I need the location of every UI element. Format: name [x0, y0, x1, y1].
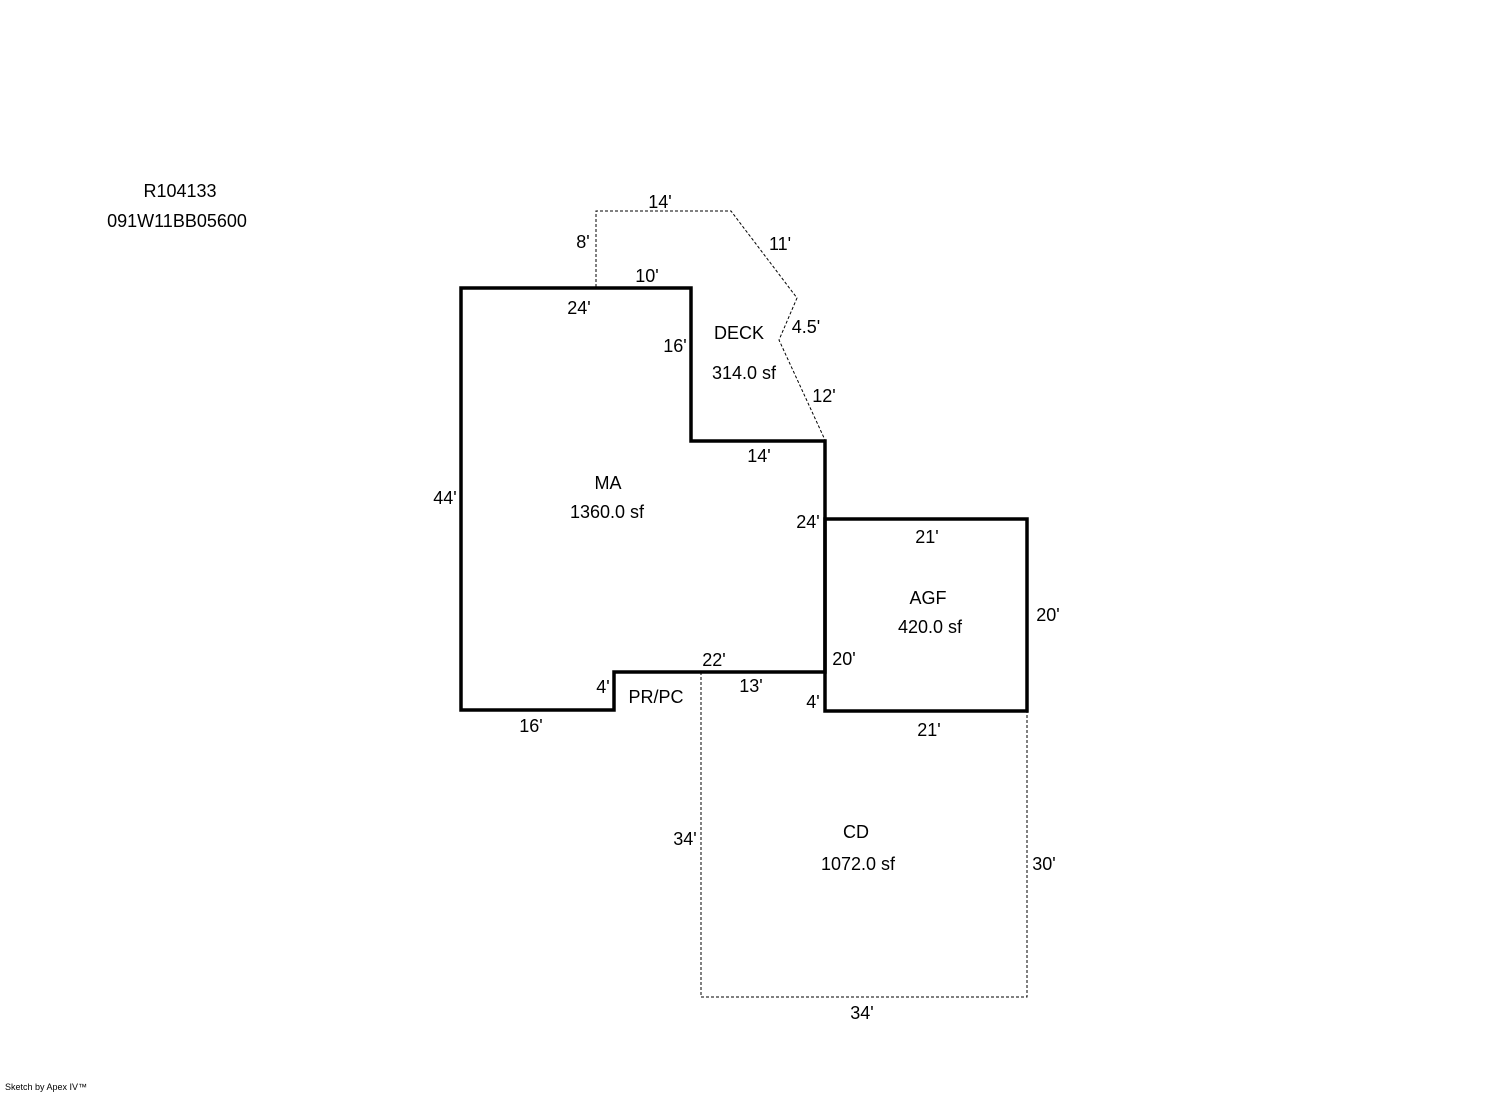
- concrete-area: 1072.0 sf: [821, 854, 896, 874]
- dim-deck-diag-lower: 12': [812, 386, 835, 406]
- deck-label: DECK: [714, 323, 764, 343]
- dim-main-left: 44': [433, 488, 456, 508]
- dim-concrete-left: 34': [673, 829, 696, 849]
- dim-garage-stub: 4': [806, 692, 819, 712]
- dim-main-bottom: 16': [519, 716, 542, 736]
- dim-deck-base: 10': [635, 266, 658, 286]
- dim-main-right: 24': [796, 512, 819, 532]
- dim-main-top: 24': [567, 298, 590, 318]
- sketch-credit: Sketch by Apex IV™: [5, 1082, 87, 1092]
- dim-deck-diag-upper: 11': [769, 234, 791, 254]
- dim-concrete-top: 13': [739, 676, 762, 696]
- dim-deck-top: 14': [648, 192, 671, 212]
- porch-label: PR/PC: [628, 687, 683, 707]
- dim-porch-top: 22': [702, 650, 725, 670]
- main-area-label: MA: [595, 473, 622, 493]
- parcel-number: 091W11BB05600: [107, 211, 247, 231]
- dim-main-notch-bottom: 14': [747, 446, 770, 466]
- dim-garage-bottom: 21': [917, 720, 940, 740]
- main-area-outline: [459, 286, 827, 712]
- dim-garage-left: 20': [832, 649, 855, 669]
- garage-outline: [823, 517, 1029, 713]
- concrete-label: CD: [843, 822, 869, 842]
- dim-concrete-right: 30': [1032, 854, 1055, 874]
- deck-area: 314.0 sf: [712, 363, 777, 383]
- main-area-size: 1360.0 sf: [570, 502, 645, 522]
- dim-porch-left: 4': [596, 677, 609, 697]
- dim-deck-jog: 4.5': [792, 317, 820, 337]
- concrete-outline: [700, 672, 1028, 998]
- dim-garage-top: 21': [915, 527, 938, 547]
- deck-outline: [595, 210, 826, 441]
- dim-main-notch-right: 16': [663, 336, 686, 356]
- garage-label: AGF: [909, 588, 946, 608]
- record-id: R104133: [143, 181, 216, 201]
- dim-deck-left: 8': [576, 232, 589, 252]
- dim-garage-right: 20': [1036, 605, 1059, 625]
- dim-concrete-bottom: 34': [850, 1003, 873, 1023]
- garage-area: 420.0 sf: [898, 617, 963, 637]
